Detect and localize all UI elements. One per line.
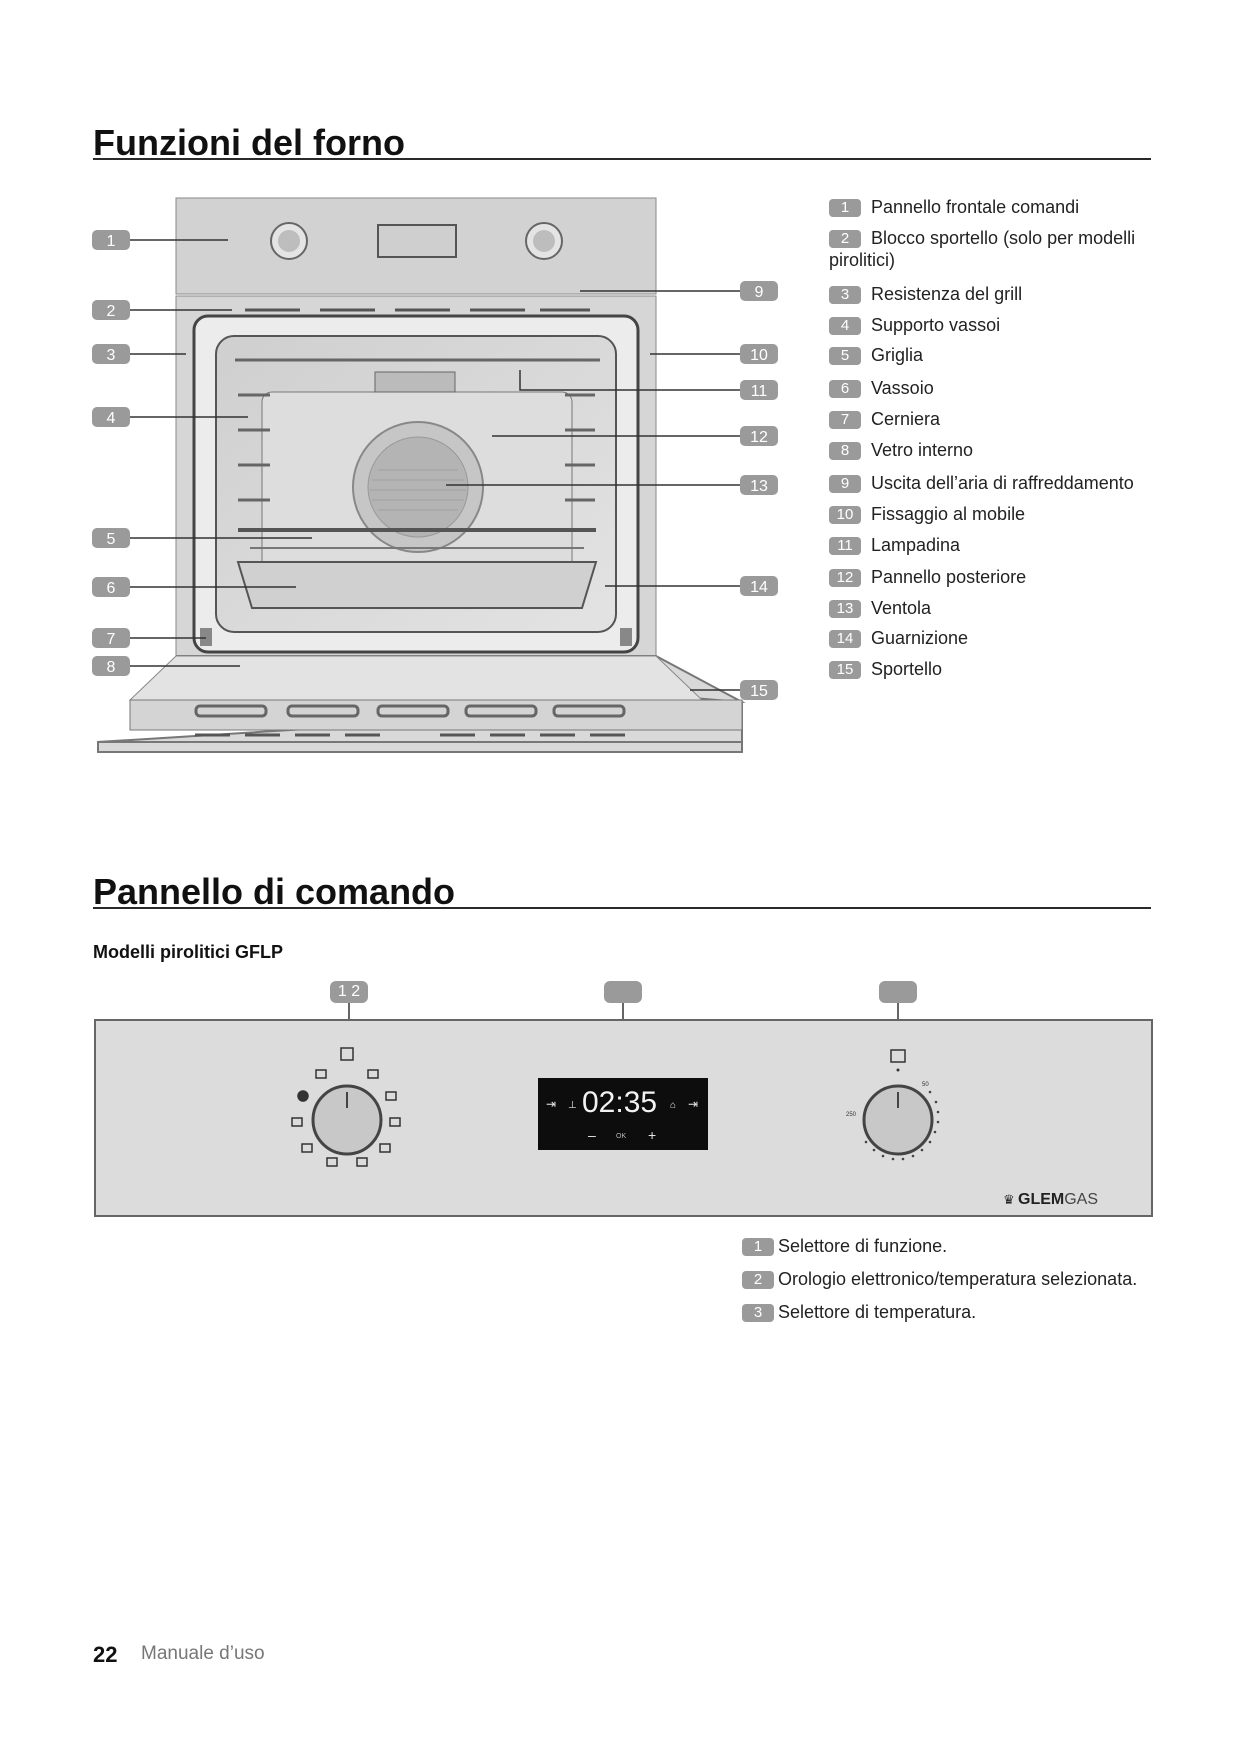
legend-number: 5 xyxy=(829,347,861,365)
callout-8: 8 xyxy=(107,659,116,676)
callout-14: 14 xyxy=(750,579,768,596)
brand-logo: GLEMGAS xyxy=(1018,1191,1098,1208)
legend-text: Vassoio xyxy=(871,378,934,398)
legend-number: 1 xyxy=(742,1238,774,1256)
svg-text:⊥: ⊥ xyxy=(568,1100,577,1111)
legend-item: 11 Lampadina xyxy=(829,534,1169,556)
callout-12: 12 xyxy=(750,429,768,446)
callout-5: 5 xyxy=(107,531,116,548)
legend-text: Guarnizione xyxy=(871,628,968,648)
temperature-knob[interactable] xyxy=(864,1086,932,1154)
callout-7: 7 xyxy=(107,631,116,648)
legend-number: 3 xyxy=(742,1304,774,1322)
legend-item: 9 Uscita dell’aria di raffreddamento xyxy=(829,472,1169,494)
oven-diagram: 1 2 3 4 5 6 7 8 9 10 11 12 13 14 15 xyxy=(88,190,788,760)
control-panel-diagram: ⇥ ⊥ 02:35 ⌂ ⇥ – OK + 50 250 ♛ GLEMGAS xyxy=(90,1000,1156,1220)
legend-number: 3 xyxy=(829,286,861,304)
legend-number: 12 xyxy=(829,569,861,587)
display-plus-button[interactable]: + xyxy=(648,1127,656,1143)
callout-3: 3 xyxy=(107,347,116,364)
legend-text: Ventola xyxy=(871,598,931,618)
legend-text: Uscita dell’aria di raffreddamento xyxy=(871,473,1134,493)
callout-1: 1 xyxy=(107,233,116,250)
legend-text: Orologio elettronico/temperatura selezio… xyxy=(778,1269,1137,1289)
legend-number: 2 xyxy=(829,230,861,248)
legend-item: 15 Sportello xyxy=(829,658,1169,680)
svg-text:⇥: ⇥ xyxy=(688,1097,698,1111)
callout-2: 2 xyxy=(107,303,116,320)
legend-text: Selettore di temperatura. xyxy=(778,1302,976,1322)
legend-number: 2 xyxy=(742,1271,774,1289)
callout-6: 6 xyxy=(107,580,116,597)
callout-9: 9 xyxy=(755,284,764,301)
temp-mark-high: 250 xyxy=(846,1112,857,1118)
legend-number: 13 xyxy=(829,600,861,618)
legend-text: Pannello frontale comandi xyxy=(871,197,1079,217)
legend-number: 11 xyxy=(829,537,861,555)
callout-15: 15 xyxy=(750,683,768,700)
legend-number: 14 xyxy=(829,630,861,648)
legend-text: Blocco sportello (solo per modelli pirol… xyxy=(829,228,1135,270)
subtitle-models: Modelli pirolitici GFLP xyxy=(93,942,283,963)
legend-item: 3 Resistenza del grill xyxy=(829,283,1169,305)
crown-logo-icon: ♛ xyxy=(1003,1192,1015,1207)
page-number: 22 xyxy=(93,1642,117,1668)
legend-item: 8 Vetro interno xyxy=(829,439,1169,461)
legend-item: 7 Cerniera xyxy=(829,408,1169,430)
legend-text: Sportello xyxy=(871,659,942,679)
legend-text: Lampadina xyxy=(871,535,960,555)
title-rule xyxy=(93,907,1151,909)
legend-item: 5 Griglia xyxy=(829,344,1169,366)
svg-text:⇥: ⇥ xyxy=(546,1097,556,1111)
legend-text: Vetro interno xyxy=(871,440,973,460)
temp-mark-low: 50 xyxy=(922,1082,929,1088)
callout-4: 4 xyxy=(107,410,116,427)
legend-number: 7 xyxy=(829,411,861,429)
brand-light: GAS xyxy=(1064,1191,1098,1208)
legend-text: Resistenza del grill xyxy=(871,284,1022,304)
legend-item: 4 Supporto vassoi xyxy=(829,314,1169,336)
legend-number: 15 xyxy=(829,661,861,679)
legend-item: 13 Ventola xyxy=(829,597,1169,619)
lcd-display: ⇥ ⊥ 02:35 ⌂ ⇥ – OK + xyxy=(538,1078,708,1150)
legend-item: 12 Pannello posteriore xyxy=(829,566,1169,588)
legend-text: Fissaggio al mobile xyxy=(871,504,1025,524)
legend-text: Pannello posteriore xyxy=(871,567,1026,587)
legend-number: 4 xyxy=(829,317,861,335)
legend-item: 1 Pannello frontale comandi xyxy=(829,196,1169,218)
legend-item: 10 Fissaggio al mobile xyxy=(829,503,1169,525)
function-knob[interactable] xyxy=(313,1086,381,1154)
legend-number: 1 xyxy=(829,199,861,217)
callout-13: 13 xyxy=(750,478,768,495)
legend-item: 6 Vassoio xyxy=(829,377,1169,399)
footer-label: Manuale d’uso xyxy=(141,1643,265,1665)
legend-text: Selettore di funzione. xyxy=(778,1236,947,1256)
legend-item: 14 Guarnizione xyxy=(829,627,1169,649)
display-time: 02:35 xyxy=(582,1086,657,1119)
legend-text: Supporto vassoi xyxy=(871,315,1000,335)
legend-text: Cerniera xyxy=(871,409,940,429)
legend-number: 8 xyxy=(829,442,861,460)
callout-10: 10 xyxy=(750,347,768,364)
title-rule xyxy=(93,158,1151,160)
legend-text: Griglia xyxy=(871,345,923,365)
callout-11: 11 xyxy=(751,383,768,400)
legend-number: 6 xyxy=(829,380,861,398)
legend-number: 9 xyxy=(829,475,861,493)
brand-bold: GLEM xyxy=(1018,1191,1064,1208)
display-ok-button[interactable]: OK xyxy=(616,1133,626,1140)
display-minus-button[interactable]: – xyxy=(588,1127,596,1143)
legend-number: 10 xyxy=(829,506,861,524)
svg-text:⌂: ⌂ xyxy=(670,1100,676,1111)
